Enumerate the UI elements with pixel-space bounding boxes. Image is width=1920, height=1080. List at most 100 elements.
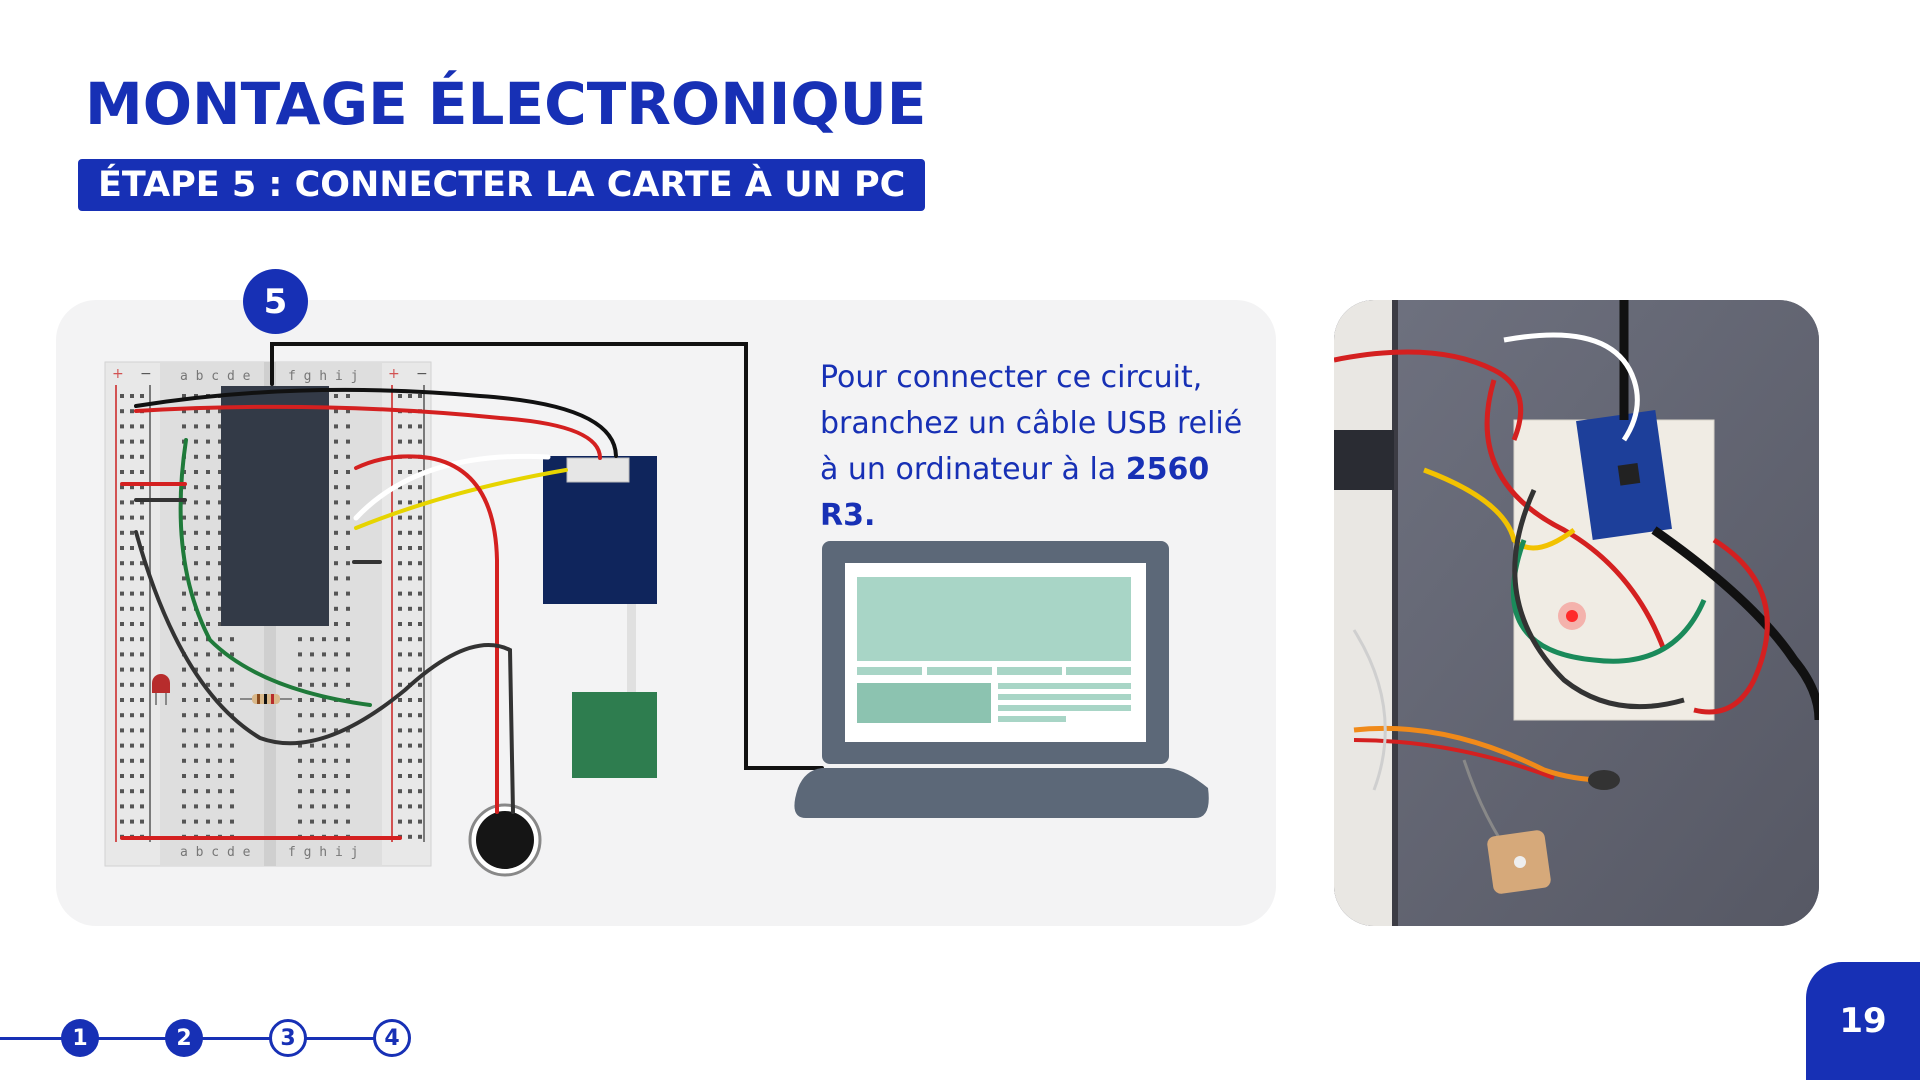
breadboard-hole xyxy=(398,500,402,505)
breadboard-hole xyxy=(218,758,222,763)
breadboard-hole xyxy=(408,804,412,809)
breadboard-hole xyxy=(322,774,326,778)
breadboard-hole xyxy=(194,500,198,505)
breadboard-hole xyxy=(408,500,412,505)
breadboard-hole xyxy=(206,667,210,672)
breadboard-hole xyxy=(140,561,144,566)
breadboard-hole xyxy=(346,682,350,687)
progress-step-3[interactable]: 3 xyxy=(269,1019,307,1057)
breadboard-hole xyxy=(130,439,134,444)
breadboard-hole xyxy=(322,698,326,702)
breadboard-hole xyxy=(120,394,124,398)
breadboard-hole xyxy=(418,667,422,672)
breadboard-hole xyxy=(140,637,144,642)
breadboard-hole xyxy=(120,758,124,763)
breadboard-hole xyxy=(346,652,350,657)
breadboard-hole xyxy=(334,713,338,718)
breadboard-hole xyxy=(194,576,198,581)
breadboard-hole xyxy=(130,622,134,626)
progress-step-2[interactable]: 2 xyxy=(165,1019,203,1057)
breadboard-hole xyxy=(334,485,338,490)
breadboard-hole xyxy=(140,819,144,824)
breadboard-hole xyxy=(418,622,422,626)
breadboard-hole xyxy=(346,637,350,642)
breadboard-hole xyxy=(334,606,338,611)
breadboard-hole xyxy=(140,591,144,596)
description-text: Pour connecter ce circuit, branchez un c… xyxy=(820,355,1260,539)
progress-step-1[interactable]: 1 xyxy=(61,1019,99,1057)
breadboard-hole xyxy=(194,758,198,763)
breadboard-hole xyxy=(334,561,338,566)
breadboard-hole xyxy=(206,743,210,748)
breadboard-hole xyxy=(130,454,134,459)
breadboard-hole xyxy=(418,682,422,687)
breadboard-hole xyxy=(322,713,326,718)
breadboard-hole xyxy=(140,774,144,778)
breadboard-hole xyxy=(418,834,422,839)
breadboard-hole xyxy=(182,500,186,505)
breadboard-hole xyxy=(140,424,144,429)
breadboard-hole xyxy=(120,606,124,611)
breadboard-hole xyxy=(346,546,350,550)
breadboard-hole xyxy=(346,409,350,414)
breadboard-hole xyxy=(346,530,350,535)
breadboard-hole xyxy=(194,682,198,687)
breadboard-hole xyxy=(218,576,222,581)
breadboard-hole xyxy=(398,546,402,550)
breadboard-hole xyxy=(140,485,144,490)
breadboard-hole xyxy=(182,819,186,824)
breadboard-hole xyxy=(408,819,412,824)
breadboard-hole xyxy=(408,561,412,566)
breadboard-hole xyxy=(206,728,210,733)
breadboard-hole xyxy=(418,713,422,718)
breadboard-hole xyxy=(120,576,124,581)
page-title: MONTAGE ÉLECTRONIQUE xyxy=(85,70,927,138)
breadboard-hole xyxy=(334,819,338,824)
breadboard-hole xyxy=(182,591,186,596)
breadboard-hole xyxy=(206,622,210,626)
breadboard-hole xyxy=(120,470,124,474)
breadboard-hole xyxy=(398,485,402,490)
breadboard-hole xyxy=(194,774,198,778)
breadboard-hole xyxy=(334,424,338,429)
step-label-badge: ÉTAPE 5 : CONNECTER LA CARTE À UN PC xyxy=(78,159,926,211)
breadboard-hole xyxy=(194,637,198,642)
breadboard-hole xyxy=(120,652,124,657)
breadboard-hole xyxy=(408,546,412,550)
breadboard-hole xyxy=(398,561,402,566)
breadboard-hole xyxy=(206,804,210,809)
column-labels-left-bottom: a b c d e xyxy=(180,845,251,860)
breadboard-hole xyxy=(310,789,314,794)
breadboard-hole xyxy=(120,439,124,444)
breadboard-hole xyxy=(418,698,422,702)
breadboard-hole xyxy=(398,637,402,642)
breadboard-hole xyxy=(206,424,210,429)
breadboard-hole xyxy=(346,606,350,611)
breadboard-hole xyxy=(408,591,412,596)
breadboard-hole xyxy=(206,530,210,535)
breadboard-hole xyxy=(398,606,402,611)
breadboard-hole xyxy=(346,789,350,794)
breadboard-hole xyxy=(130,667,134,672)
wires xyxy=(120,342,824,840)
breadboard-hole xyxy=(346,439,350,444)
breadboard-hole xyxy=(346,561,350,566)
breadboard-hole xyxy=(418,439,422,444)
breadboard-hole xyxy=(408,667,412,672)
breadboard-hole xyxy=(182,758,186,763)
breadboard-hole xyxy=(346,804,350,809)
progress-step-4[interactable]: 4 xyxy=(373,1019,411,1057)
breadboard-hole xyxy=(182,682,186,687)
breadboard-hole xyxy=(206,682,210,687)
breadboard-hole xyxy=(120,713,124,718)
breadboard-hole xyxy=(298,819,302,824)
breadboard-hole xyxy=(140,728,144,733)
breadboard-hole xyxy=(230,698,234,702)
breadboard-hole xyxy=(130,713,134,718)
breadboard-hole xyxy=(218,591,222,596)
breadboard-hole xyxy=(418,789,422,794)
breadboard-hole xyxy=(298,804,302,809)
description-board-name: 2560 R3. xyxy=(820,452,1210,533)
breadboard-hole xyxy=(194,409,198,414)
breadboard-hole xyxy=(398,728,402,733)
